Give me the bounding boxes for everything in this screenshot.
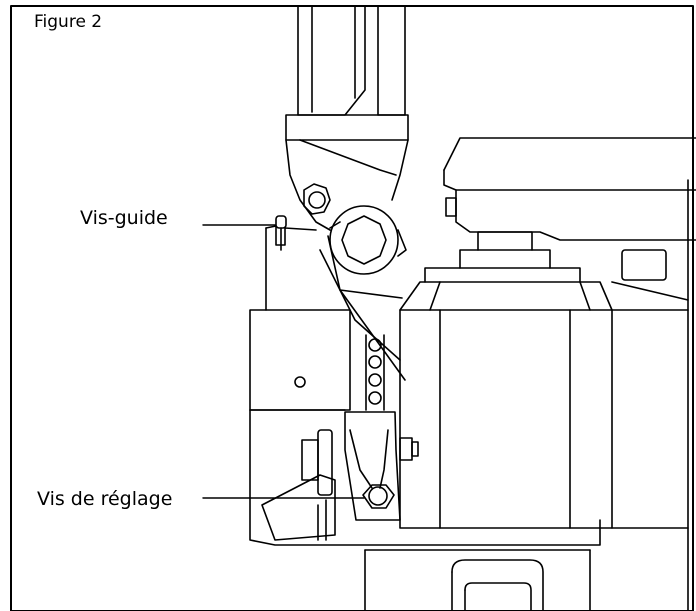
- figure-title: Figure 2: [34, 12, 103, 32]
- arm-screw: [303, 183, 331, 215]
- chain-links: [365, 334, 385, 411]
- callout-vis-de-reglage: Vis de réglage: [37, 488, 173, 510]
- base: [364, 549, 591, 611]
- hex-nut: [329, 205, 407, 275]
- guide-screw-body: [265, 215, 317, 311]
- upper-arm: [285, 5, 409, 231]
- figure-border: [10, 5, 694, 611]
- upper-housing: [443, 137, 696, 241]
- adjust-mechanism: [261, 411, 419, 541]
- central-body: [399, 231, 613, 529]
- left-block: [249, 309, 601, 546]
- callout-vis-guide: Vis-guide: [80, 207, 168, 229]
- right-column: [611, 179, 689, 611]
